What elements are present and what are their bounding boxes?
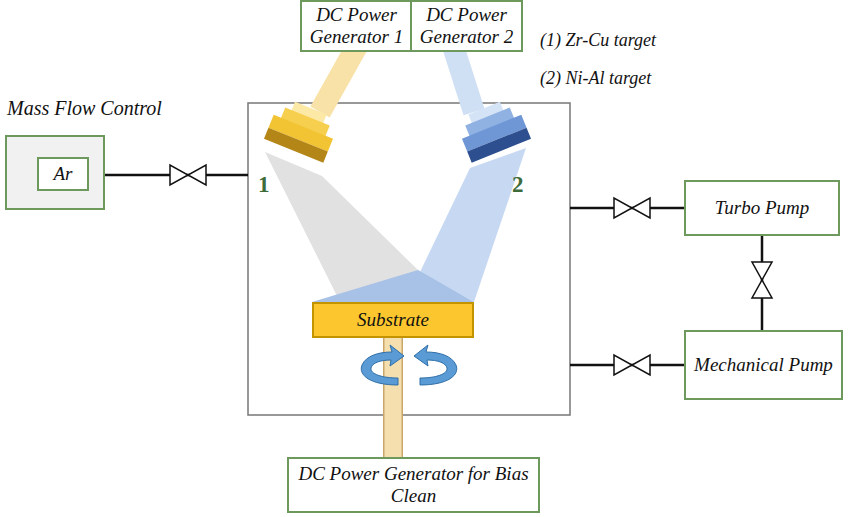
box-heading: Mass Flow Control <box>7 97 162 120</box>
callout-number: 1 <box>258 172 270 198</box>
box-label: Substrate <box>353 307 433 333</box>
box-label: Ar <box>50 161 77 187</box>
box-label: DC Power Generator 2 <box>412 2 521 50</box>
component-box: Mechanical Pump <box>684 330 843 400</box>
valve-vertical <box>752 262 772 298</box>
cable-2 <box>453 46 474 112</box>
plume-blue <box>420 148 526 302</box>
component-box: Substrate <box>312 302 474 338</box>
box-label: Mechanical Pump <box>690 352 837 378</box>
box-label: Turbo Pump <box>711 195 814 221</box>
component-box: Ar <box>37 157 89 191</box>
target-note: (1) Zr-Cu target <box>540 30 656 51</box>
gun-1 <box>264 96 341 163</box>
box-label: DC Power Generator for Bias Clean <box>289 461 538 509</box>
component-box: Mass Flow ControlAr <box>5 135 105 210</box>
valves <box>170 165 650 375</box>
target-note: (2) Ni-Al target <box>540 68 651 89</box>
cable-1 <box>320 46 357 112</box>
callout-number: 2 <box>512 172 524 198</box>
deposition-fan <box>312 270 474 302</box>
gun-2 <box>454 96 531 163</box>
component-box: DC Power Generator 2 <box>410 0 523 52</box>
box-label: DC Power Generator 1 <box>302 2 411 50</box>
vacuum-chamber <box>248 103 570 415</box>
rotation-arrows <box>361 345 457 385</box>
component-box: DC Power Generator 1 <box>300 0 413 52</box>
component-box: DC Power Generator for Bias Clean <box>287 457 540 513</box>
component-box: Turbo Pump <box>684 180 840 236</box>
